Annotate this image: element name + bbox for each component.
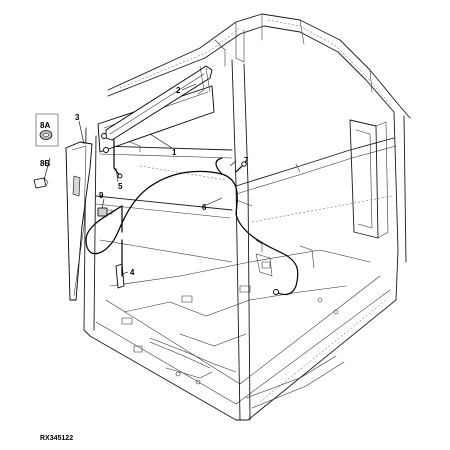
- part-1-trim-panel: [97, 85, 215, 153]
- cab-roof: [107, 13, 411, 119]
- part-9-connector: [97, 207, 113, 217]
- part-2-light-bar: [101, 65, 213, 153]
- part-8b-plug: [33, 177, 49, 189]
- callout-8a: 8A: [40, 121, 50, 130]
- callout-7: 7: [244, 156, 249, 165]
- callout-9: 9: [99, 191, 104, 200]
- part-4-clip: [115, 263, 125, 289]
- callout-8b: 8B: [40, 159, 50, 168]
- callout-4: 4: [130, 268, 135, 277]
- cab-posts: [83, 59, 407, 421]
- part-6-wiring-harness: [85, 139, 299, 296]
- leader-lines: [43, 83, 237, 275]
- figure-code: RX345122: [40, 435, 73, 442]
- callout-1: 1: [172, 148, 177, 157]
- callout-5: 5: [118, 182, 123, 191]
- callout-6: 6: [202, 203, 207, 212]
- callout-3: 3: [75, 113, 80, 122]
- part-3-pillar-trim: [65, 141, 93, 301]
- part-8a-grommet: [35, 113, 59, 147]
- callout-2: 2: [176, 86, 181, 95]
- callout-labels: 2 1 3 8A 8B 5 7 6 9 4: [40, 86, 249, 277]
- cab-floor: [89, 239, 397, 421]
